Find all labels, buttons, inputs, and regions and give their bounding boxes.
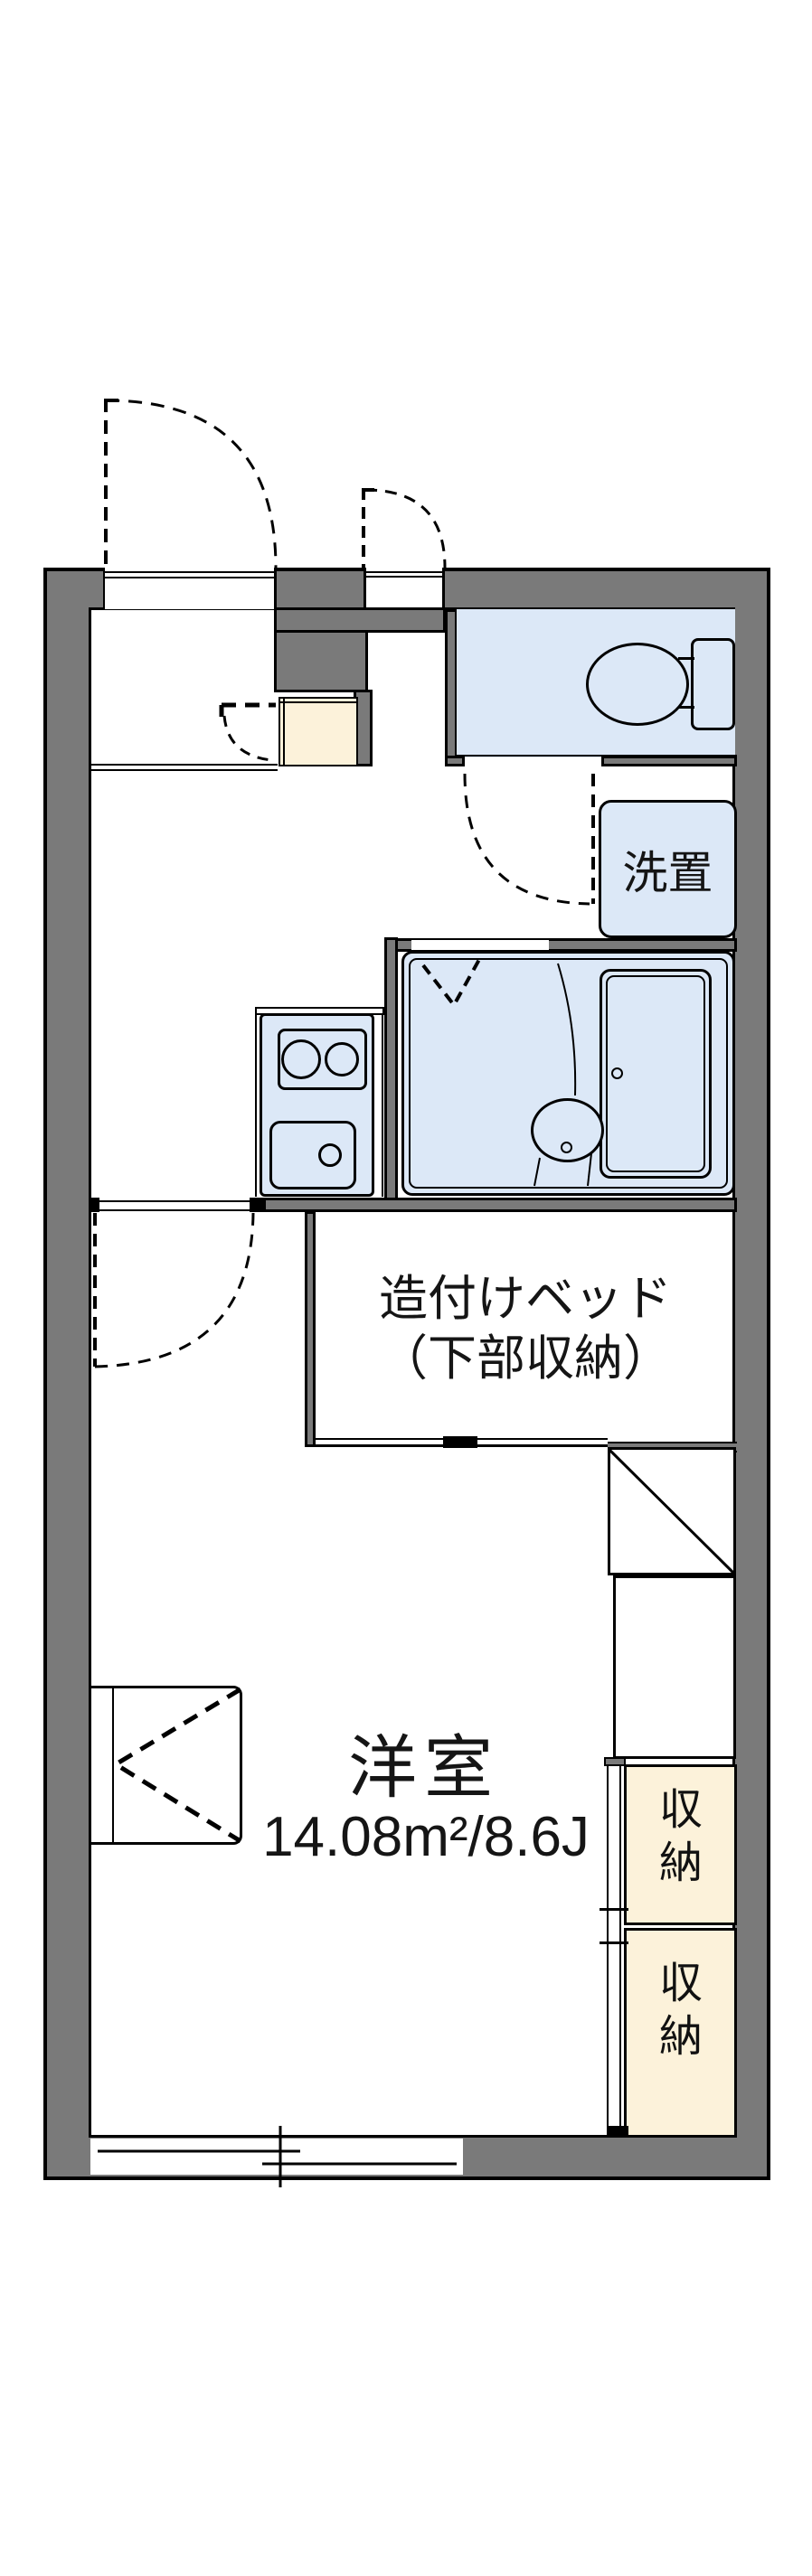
- toilet-bowl: [586, 643, 689, 726]
- storage-slide-line-outer: [607, 1764, 609, 2138]
- wall-side-box-inner-line: [112, 1688, 114, 1842]
- toilet-hinge-line-bottom: [678, 706, 694, 709]
- stove-burner-right: [325, 1042, 359, 1076]
- main-room-area: 14.08m²/8.6J: [262, 1805, 590, 1868]
- fridge-space: [608, 1447, 736, 1575]
- outdoor-closet-threshold-2: [364, 576, 445, 578]
- storage-slide-bottom-stub: [607, 2126, 628, 2138]
- entry-wall-upper: [274, 607, 446, 633]
- entrance-door-arc: [105, 399, 278, 569]
- entrance-threshold-line-1: [105, 571, 274, 573]
- bathroom-door-threshold: [411, 938, 549, 952]
- kitchen-bath-wall: [384, 937, 398, 1211]
- toilet-bottom-wall-left: [445, 756, 465, 766]
- toilet-bottom-wall-right: [601, 756, 737, 766]
- shoe-cabinet-inner-line-top: [279, 701, 358, 703]
- storage-slide-tick-1: [600, 1908, 628, 1911]
- mid-partition-wall: [262, 1198, 737, 1212]
- toilet-left-wall: [445, 609, 458, 766]
- storage-top-stub: [604, 1757, 626, 1766]
- bed-front-thick-segment: [443, 1436, 477, 1448]
- washer-pan: [599, 800, 737, 938]
- entrance-opening: [105, 568, 274, 609]
- bathtub-knob: [611, 1067, 623, 1079]
- wash-basin-drain: [561, 1142, 572, 1153]
- partition-stub-left: [89, 1198, 99, 1212]
- entrance-threshold-line-2: [105, 577, 274, 578]
- window-opening: [90, 2139, 463, 2175]
- storage-lower-label: 収納: [658, 1960, 703, 2061]
- toilet-tank: [691, 638, 735, 730]
- entrance-jamb-right: [274, 568, 277, 609]
- storage-slide-tick-2: [600, 1941, 628, 1944]
- genkan-step-line: [89, 764, 278, 771]
- partition-door-stop: [250, 1198, 266, 1212]
- storage-upper-label: 収納: [658, 1786, 703, 1887]
- bed-label-line1: 造付けベッド: [379, 1271, 672, 1326]
- bathtub-inner-line: [606, 975, 705, 1172]
- toilet-room-bottom-line: [457, 755, 737, 757]
- storage-upper-box: [624, 1764, 737, 1925]
- outdoor-closet-threshold-1: [364, 571, 445, 573]
- main-room-name: 洋室: [348, 1730, 500, 1807]
- outdoor-closet-door-leaf: [362, 488, 374, 568]
- bed-label-line2: （下部収納）: [379, 1330, 672, 1386]
- shoe-cabinet-inner-line-left: [283, 697, 285, 766]
- storage-slide-line-inner: [619, 1764, 621, 2138]
- open-shelf-box: [613, 1575, 736, 1759]
- stove-burner-left: [281, 1039, 321, 1079]
- outdoor-closet-door-arc: [364, 488, 447, 569]
- shoe-cabinet: [279, 697, 358, 766]
- kitchen-sink: [269, 1121, 356, 1189]
- kitchen-unit-side-lines: [255, 1013, 383, 1197]
- sink-drain: [318, 1143, 342, 1167]
- partition-door-threshold: [99, 1200, 251, 1211]
- entry-wall-block: [274, 630, 368, 692]
- toilet-hinge-line-top: [678, 657, 694, 660]
- bed-room-left-wall: [305, 1211, 316, 1447]
- entrance-door-leaf: [104, 399, 118, 568]
- entrance-jamb-left: [103, 568, 105, 609]
- bathroom-inner-line: [409, 958, 728, 1189]
- storage-lower-box: [624, 1928, 737, 2138]
- washer-label: 洗置: [622, 847, 713, 898]
